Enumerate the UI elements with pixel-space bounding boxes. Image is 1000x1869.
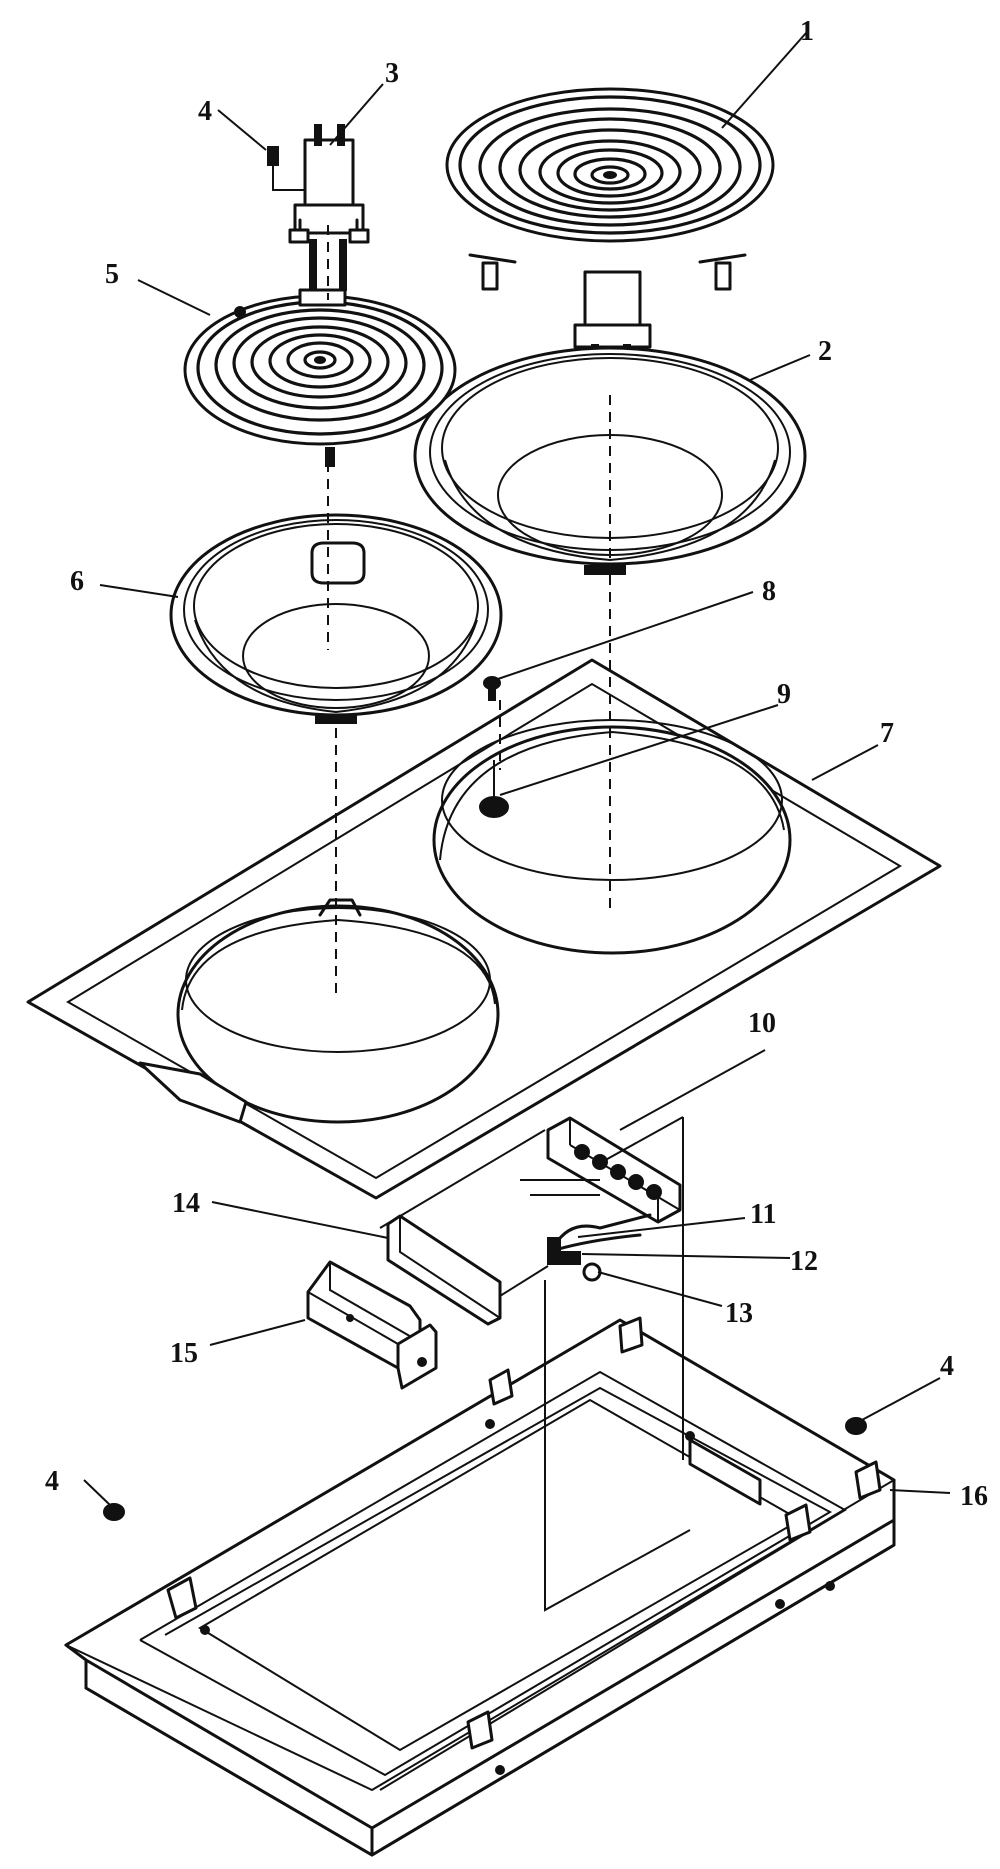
- callout-7: 7: [880, 718, 894, 749]
- callout-4-left: 4: [45, 1466, 59, 1497]
- callout-15: 15: [170, 1338, 198, 1369]
- screw-top: [267, 146, 305, 191]
- junction-box: [306, 1260, 438, 1390]
- callout-2: 2: [818, 336, 832, 367]
- callout-8: 8: [762, 576, 776, 607]
- callout-11: 11: [750, 1199, 776, 1230]
- callout-5: 5: [105, 259, 119, 290]
- callout-9: 9: [777, 679, 791, 710]
- wire-harness: [547, 1213, 652, 1282]
- cooktop-main-top: [26, 658, 942, 1200]
- callout-4-right: 4: [940, 1351, 954, 1382]
- terminal-block: [546, 1116, 682, 1224]
- callout-13: 13: [725, 1298, 753, 1329]
- callout-1: 1: [800, 16, 814, 47]
- callout-4-top: 4: [198, 96, 212, 127]
- callout-12: 12: [790, 1246, 818, 1277]
- assembly-lines: [327, 225, 691, 1612]
- screw-right: [845, 1417, 867, 1435]
- screw-8: [483, 676, 501, 701]
- callout-labels: 1 2 3 4 5 6 7 8 9 10 11 12 13 14 15 4 16…: [45, 16, 988, 1512]
- callout-16: 16: [960, 1481, 988, 1512]
- small-drip-bowl: [169, 513, 503, 724]
- callout-6: 6: [70, 566, 84, 597]
- callout-14: 14: [172, 1188, 200, 1219]
- large-surface-element: [445, 87, 775, 393]
- screw-left: [103, 1503, 125, 1521]
- callout-10: 10: [748, 1008, 776, 1039]
- small-surface-element: [183, 288, 457, 467]
- bottom-box: [63, 1316, 896, 1857]
- leader-lines: [83, 32, 951, 1506]
- callout-3: 3: [385, 58, 399, 89]
